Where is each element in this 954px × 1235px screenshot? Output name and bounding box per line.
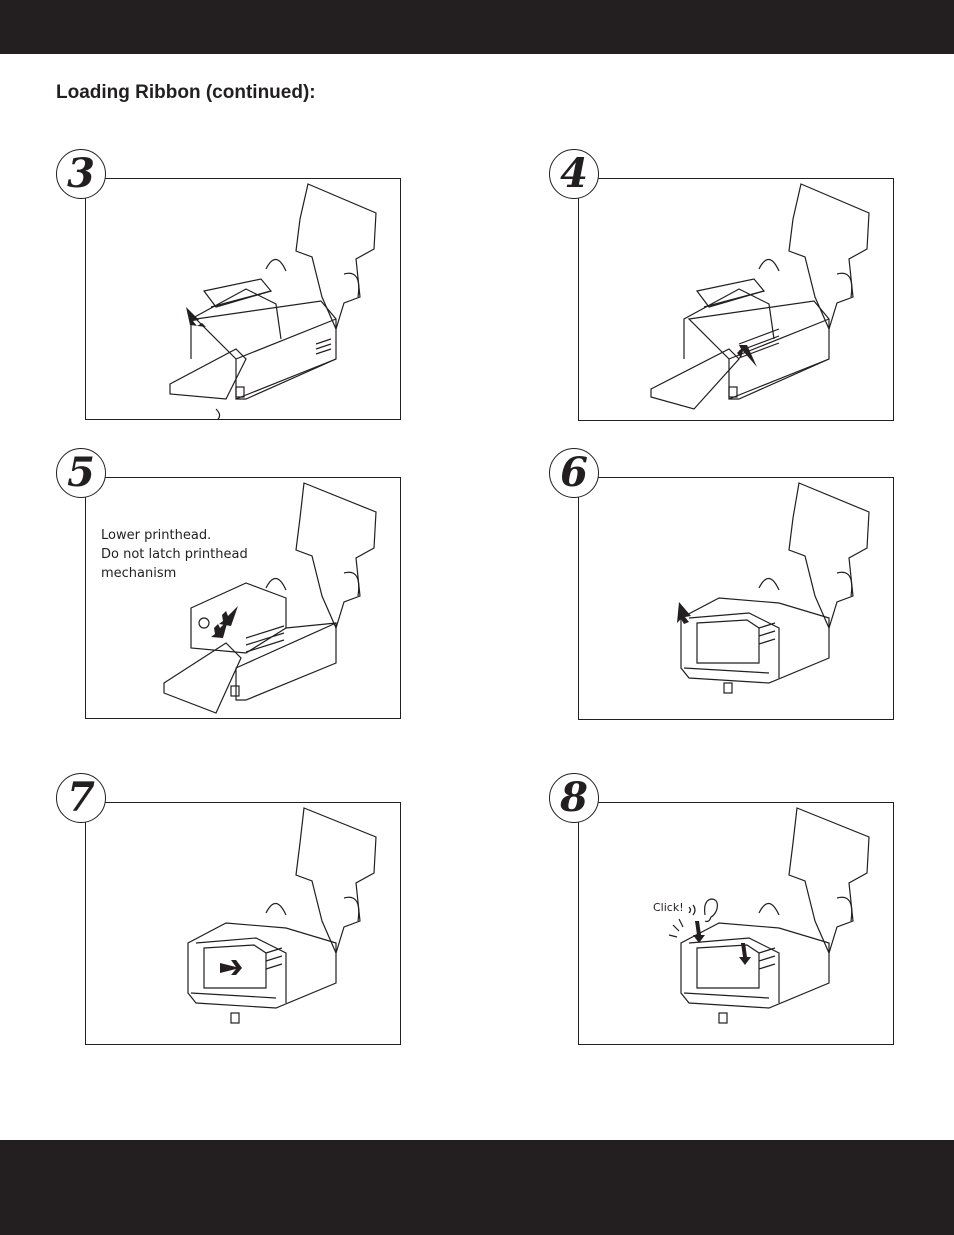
arrow-icon	[186, 307, 206, 327]
header-bar	[0, 0, 954, 54]
step-4-number: 4	[549, 149, 599, 199]
step-6-panel: 6	[549, 448, 894, 720]
arrow-icon	[677, 602, 691, 624]
instruction-line: mechanism	[101, 566, 177, 581]
arrow-icon	[693, 921, 705, 943]
step-7-panel: 7	[56, 773, 401, 1045]
printer-illustration	[650, 183, 870, 410]
arrow-icon	[739, 943, 751, 965]
printer-illustration	[668, 807, 870, 1024]
step-5-instruction: Lower printhead. Do not latch printhead …	[101, 526, 248, 583]
printer-illustration	[169, 183, 377, 419]
arrow-icon	[219, 606, 238, 626]
instruction-line: Do not latch printhead	[101, 547, 248, 562]
instruction-line: Lower printhead.	[101, 528, 212, 543]
step-5-panel: 5 Lower printhead. Do not latch printhea…	[56, 448, 401, 719]
arrow-icon	[211, 620, 228, 638]
printer-illustration	[187, 807, 377, 1024]
footer-bar	[0, 1140, 954, 1235]
step-8-panel: 8 Click!	[549, 773, 894, 1045]
arrow-icon	[737, 345, 757, 367]
printer-illustration	[677, 482, 870, 694]
step-8-number: 8	[549, 773, 599, 823]
step-5-number: 5	[56, 448, 106, 498]
step-3-number: 3	[56, 149, 106, 199]
step-7-number: 7	[56, 773, 106, 823]
page-heading: Loading Ribbon (continued):	[56, 82, 316, 103]
step-4-panel: 4	[549, 149, 894, 421]
click-callout: Click!	[653, 901, 684, 914]
step-3-panel: 3	[56, 149, 401, 420]
step-6-number: 6	[549, 448, 599, 498]
printer-illustration	[163, 482, 377, 714]
ear-icon	[704, 898, 718, 923]
arrow-icon	[220, 960, 242, 975]
